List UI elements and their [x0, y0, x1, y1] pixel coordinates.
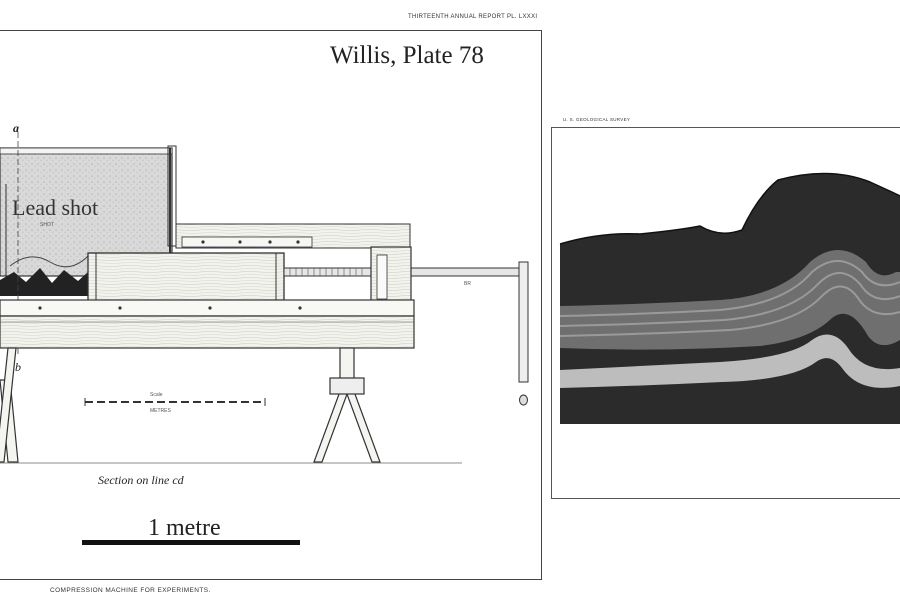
section-caption: Section on line cd	[98, 473, 184, 487]
small-scale	[84, 398, 266, 406]
table-beam	[0, 299, 415, 349]
lead-shot-label: Lead shot	[12, 195, 99, 220]
left-plate-header: THIRTEENTH ANNUAL REPORT PL. LXXXI	[408, 14, 538, 20]
left-plate-frame	[0, 30, 542, 580]
lead-shot-box	[0, 145, 177, 296]
end-bracket	[370, 246, 412, 308]
small-scale-units: METRES	[150, 408, 171, 414]
br-tag: BR	[464, 281, 471, 287]
right-plate-header: U. S. GEOLOGICAL SURVEY	[563, 117, 631, 122]
trestle-right	[313, 347, 381, 463]
section-mark-a: a	[13, 121, 19, 135]
trestle-left	[0, 347, 19, 463]
upper-beam	[175, 223, 411, 249]
fold-specimen	[559, 172, 900, 424]
right-plate-frame	[551, 127, 900, 499]
willis-plate-label: Willis, Plate 78	[330, 42, 484, 69]
shot-tag: SHOT	[40, 222, 54, 228]
section-mark-b: b	[15, 360, 21, 374]
plate-caption: COMPRESSION MACHINE FOR EXPERIMENTS.	[50, 587, 211, 594]
scale-bar-label: 1 metre	[148, 515, 221, 541]
scale-bar	[82, 540, 300, 545]
small-scale-word: Scale	[150, 392, 163, 398]
